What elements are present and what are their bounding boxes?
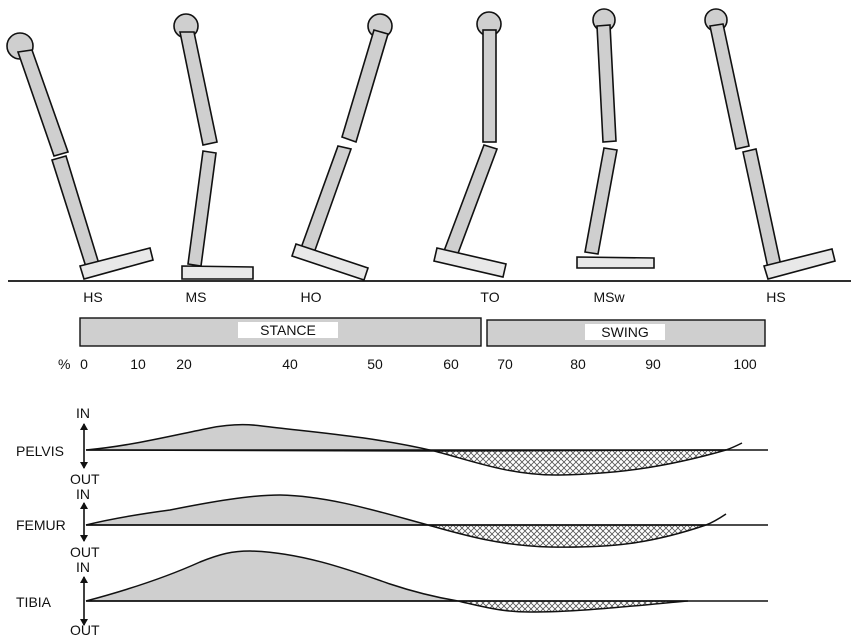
segment-label: PELVIS (16, 443, 64, 459)
leg-figure-heel-strike-repeat (705, 9, 835, 279)
external-rotation-area (434, 450, 726, 475)
direction-label-in: IN (76, 486, 90, 502)
event-label: MSw (593, 289, 625, 305)
percent-tick: 40 (282, 356, 298, 372)
percent-tick: 10 (130, 356, 146, 372)
swing-label: SWING (601, 324, 648, 340)
internal-rotation-area (86, 551, 458, 601)
percent-tick: 80 (570, 356, 586, 372)
pelvis-rotation-curve: IN OUT PELVIS (16, 405, 768, 487)
internal-rotation-area (86, 495, 428, 525)
percent-tick: 0 (80, 356, 88, 372)
event-label: HS (83, 289, 102, 305)
leg-figure-mid-swing (577, 9, 654, 268)
event-label: MS (186, 289, 207, 305)
event-label: HO (301, 289, 322, 305)
stance-label: STANCE (260, 322, 316, 338)
stance-phase-bar: STANCE (80, 318, 481, 346)
swing-phase-bar: SWING (487, 320, 765, 346)
leg-figure-heel-off (292, 14, 392, 280)
percent-tick: 50 (367, 356, 383, 372)
internal-rotation-area (86, 425, 434, 451)
leg-figure-toe-off (434, 12, 506, 277)
rotation-tail (706, 514, 726, 525)
external-rotation-area (428, 525, 706, 547)
tibia-rotation-curve: IN OUT TIBIA (16, 551, 768, 638)
event-label: HS (766, 289, 785, 305)
gait-event-labels: HS MS HO TO MSw HS (83, 289, 785, 305)
percent-tick: 90 (645, 356, 661, 372)
percent-tick: 100 (733, 356, 757, 372)
segment-label: FEMUR (16, 517, 66, 533)
percent-tick: 60 (443, 356, 459, 372)
direction-label-in: IN (76, 405, 90, 421)
leg-figures (7, 9, 851, 281)
rotation-tail (726, 443, 742, 450)
percent-scale: % 0 10 20 40 50 60 70 80 90 100 (58, 356, 757, 372)
percent-tick: 70 (497, 356, 513, 372)
direction-label-out: OUT (70, 622, 100, 638)
segment-label: TIBIA (16, 594, 52, 610)
direction-label-out: OUT (70, 544, 100, 560)
phase-bars: STANCE SWING (80, 318, 765, 346)
percent-tick: 20 (176, 356, 192, 372)
leg-figure-heel-strike (7, 33, 153, 279)
event-label: TO (480, 289, 499, 305)
percent-symbol: % (58, 356, 70, 372)
external-rotation-area (458, 601, 688, 612)
leg-figure-mid-stance (174, 14, 253, 279)
direction-label-out: OUT (70, 471, 100, 487)
femur-rotation-curve: IN OUT FEMUR (16, 486, 768, 560)
direction-label-in: IN (76, 559, 90, 575)
